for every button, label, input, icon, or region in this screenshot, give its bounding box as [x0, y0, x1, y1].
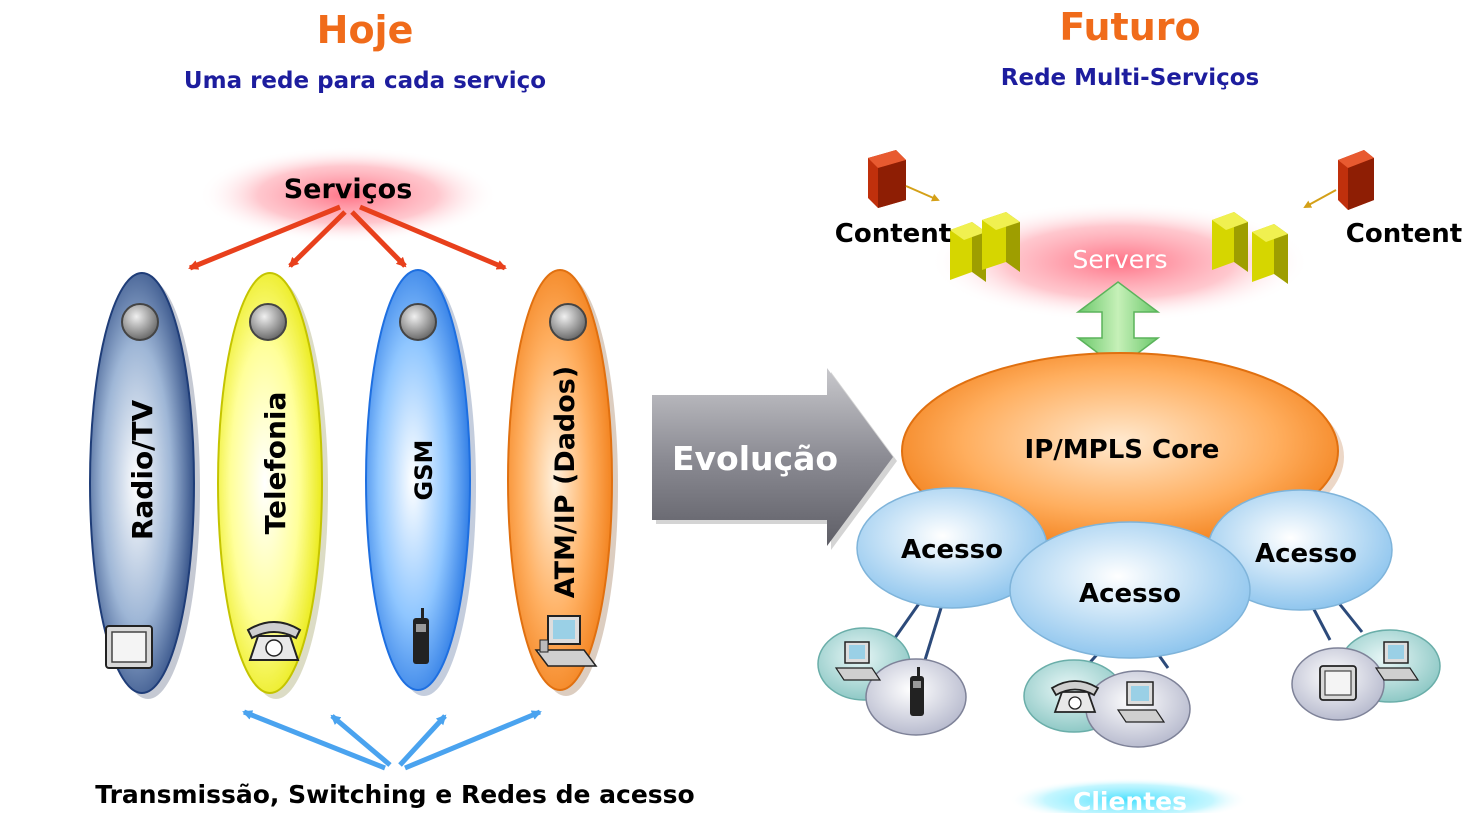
evolution-label: Evolução	[672, 439, 838, 478]
mobile-phone-icon	[910, 667, 924, 716]
network-telefonia	[217, 272, 328, 699]
tv-icon	[1319, 665, 1357, 701]
computer-icon	[1374, 641, 1420, 681]
content-server-left-icon	[868, 150, 906, 208]
clients-label: Clientes	[1073, 787, 1187, 813]
services-label: Serviços	[284, 174, 413, 205]
right-title: Futuro	[1059, 5, 1201, 49]
telephone-icon	[1050, 680, 1100, 713]
access-label-right: Acesso	[1255, 539, 1357, 569]
client-group-right	[1291, 629, 1441, 721]
mobile-phone-icon	[413, 608, 429, 664]
content-label-right: Content	[1346, 219, 1462, 249]
computer-icon	[1116, 681, 1166, 723]
server-cluster-left-icon	[950, 212, 1020, 282]
core-label: IP/MPLS Core	[1025, 435, 1220, 465]
transport-arrows	[242, 709, 542, 771]
network-gsm	[365, 269, 476, 696]
left-title: Hoje	[316, 8, 414, 52]
telephone-icon	[246, 621, 302, 661]
access-label-left: Acesso	[901, 535, 1003, 565]
evolution-arrow	[652, 368, 897, 550]
client-group-left	[817, 627, 967, 736]
services-glow	[198, 147, 498, 243]
access-node-middle	[1009, 521, 1251, 659]
transport-label: Transmissão, Switching e Redes de acesso	[95, 780, 694, 809]
computer-icon	[834, 641, 882, 681]
network-label-atm-ip: ATM/IP (Dados)	[550, 366, 581, 598]
server-cluster-right-icon	[1212, 212, 1288, 284]
computer-icon	[534, 615, 598, 667]
service-arrows	[188, 204, 507, 271]
clients-glow	[1009, 778, 1249, 813]
network-label-gsm: GSM	[410, 440, 438, 501]
left-subtitle: Uma rede para cada serviço	[183, 68, 547, 94]
network-label-telefonia: Telefonia	[259, 392, 292, 535]
network-label-radio-tv: Radio/TV	[126, 400, 159, 541]
servers-label: Servers	[1072, 245, 1167, 274]
client-group-middle	[1023, 659, 1191, 748]
network-atm-ip	[507, 269, 618, 696]
right-subtitle: Rede Multi-Serviços	[1000, 65, 1260, 91]
network-radio-tv	[89, 272, 200, 699]
content-server-right-icon	[1338, 150, 1374, 210]
tv-icon	[105, 625, 153, 669]
access-label-middle: Acesso	[1079, 579, 1181, 609]
content-label-left: Content	[835, 219, 951, 249]
